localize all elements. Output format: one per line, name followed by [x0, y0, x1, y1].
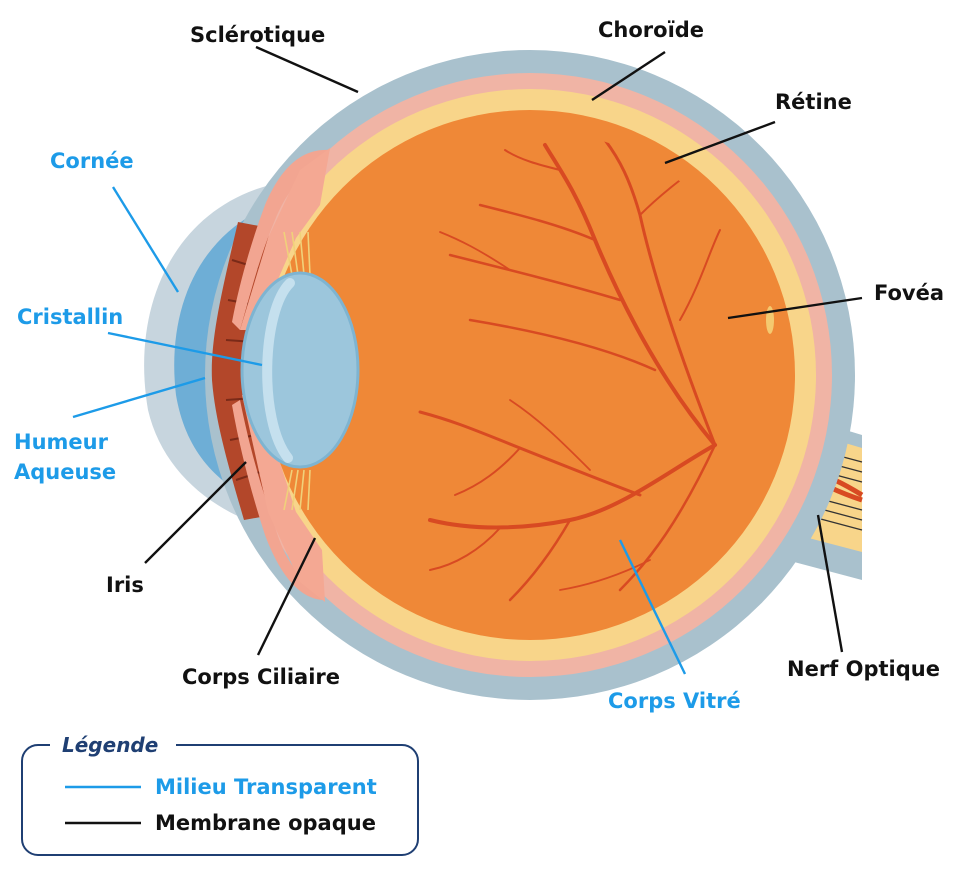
leader-choroide — [591, 50, 666, 102]
label-sclerotique: Sclérotique — [190, 23, 325, 47]
legend-title: Légende — [62, 733, 158, 757]
label-retine: Rétine — [775, 90, 852, 114]
leader-cristallin — [107, 331, 263, 367]
leader-iris — [144, 461, 247, 564]
label-corps-ciliaire: Corps Ciliaire — [182, 665, 340, 689]
leader-humeur-aqueuse — [72, 376, 206, 419]
label-humeur-line2: Aqueuse — [14, 460, 116, 484]
label-fovea: Fovéa — [874, 281, 944, 305]
legend-box: Légende Milieu Transparent Membrane opaq… — [21, 730, 419, 856]
leader-corps-vitre — [618, 539, 687, 675]
label-humeur-line1: Humeur — [14, 430, 109, 454]
label-iris: Iris — [106, 573, 144, 597]
label-corps-vitre: Corps Vitré — [608, 689, 741, 713]
leader-nerf-optique — [816, 514, 844, 653]
legend-item-transparent: Milieu Transparent — [155, 775, 377, 799]
label-nerf-optique: Nerf Optique — [787, 657, 940, 681]
legend-item-opaque: Membrane opaque — [155, 811, 376, 835]
label-cristallin: Cristallin — [17, 305, 123, 329]
leader-cornee — [111, 186, 180, 293]
blood-vessels — [418, 138, 721, 602]
label-choroide: Choroïde — [598, 18, 704, 42]
lens-shape — [240, 271, 360, 469]
leader-sclerotique — [255, 45, 359, 94]
leader-fovea — [727, 296, 863, 320]
leader-corps-ciliaire — [256, 537, 317, 656]
leader-retine — [664, 120, 776, 165]
vitreous-body — [265, 110, 795, 640]
label-cornee: Cornée — [50, 149, 134, 173]
